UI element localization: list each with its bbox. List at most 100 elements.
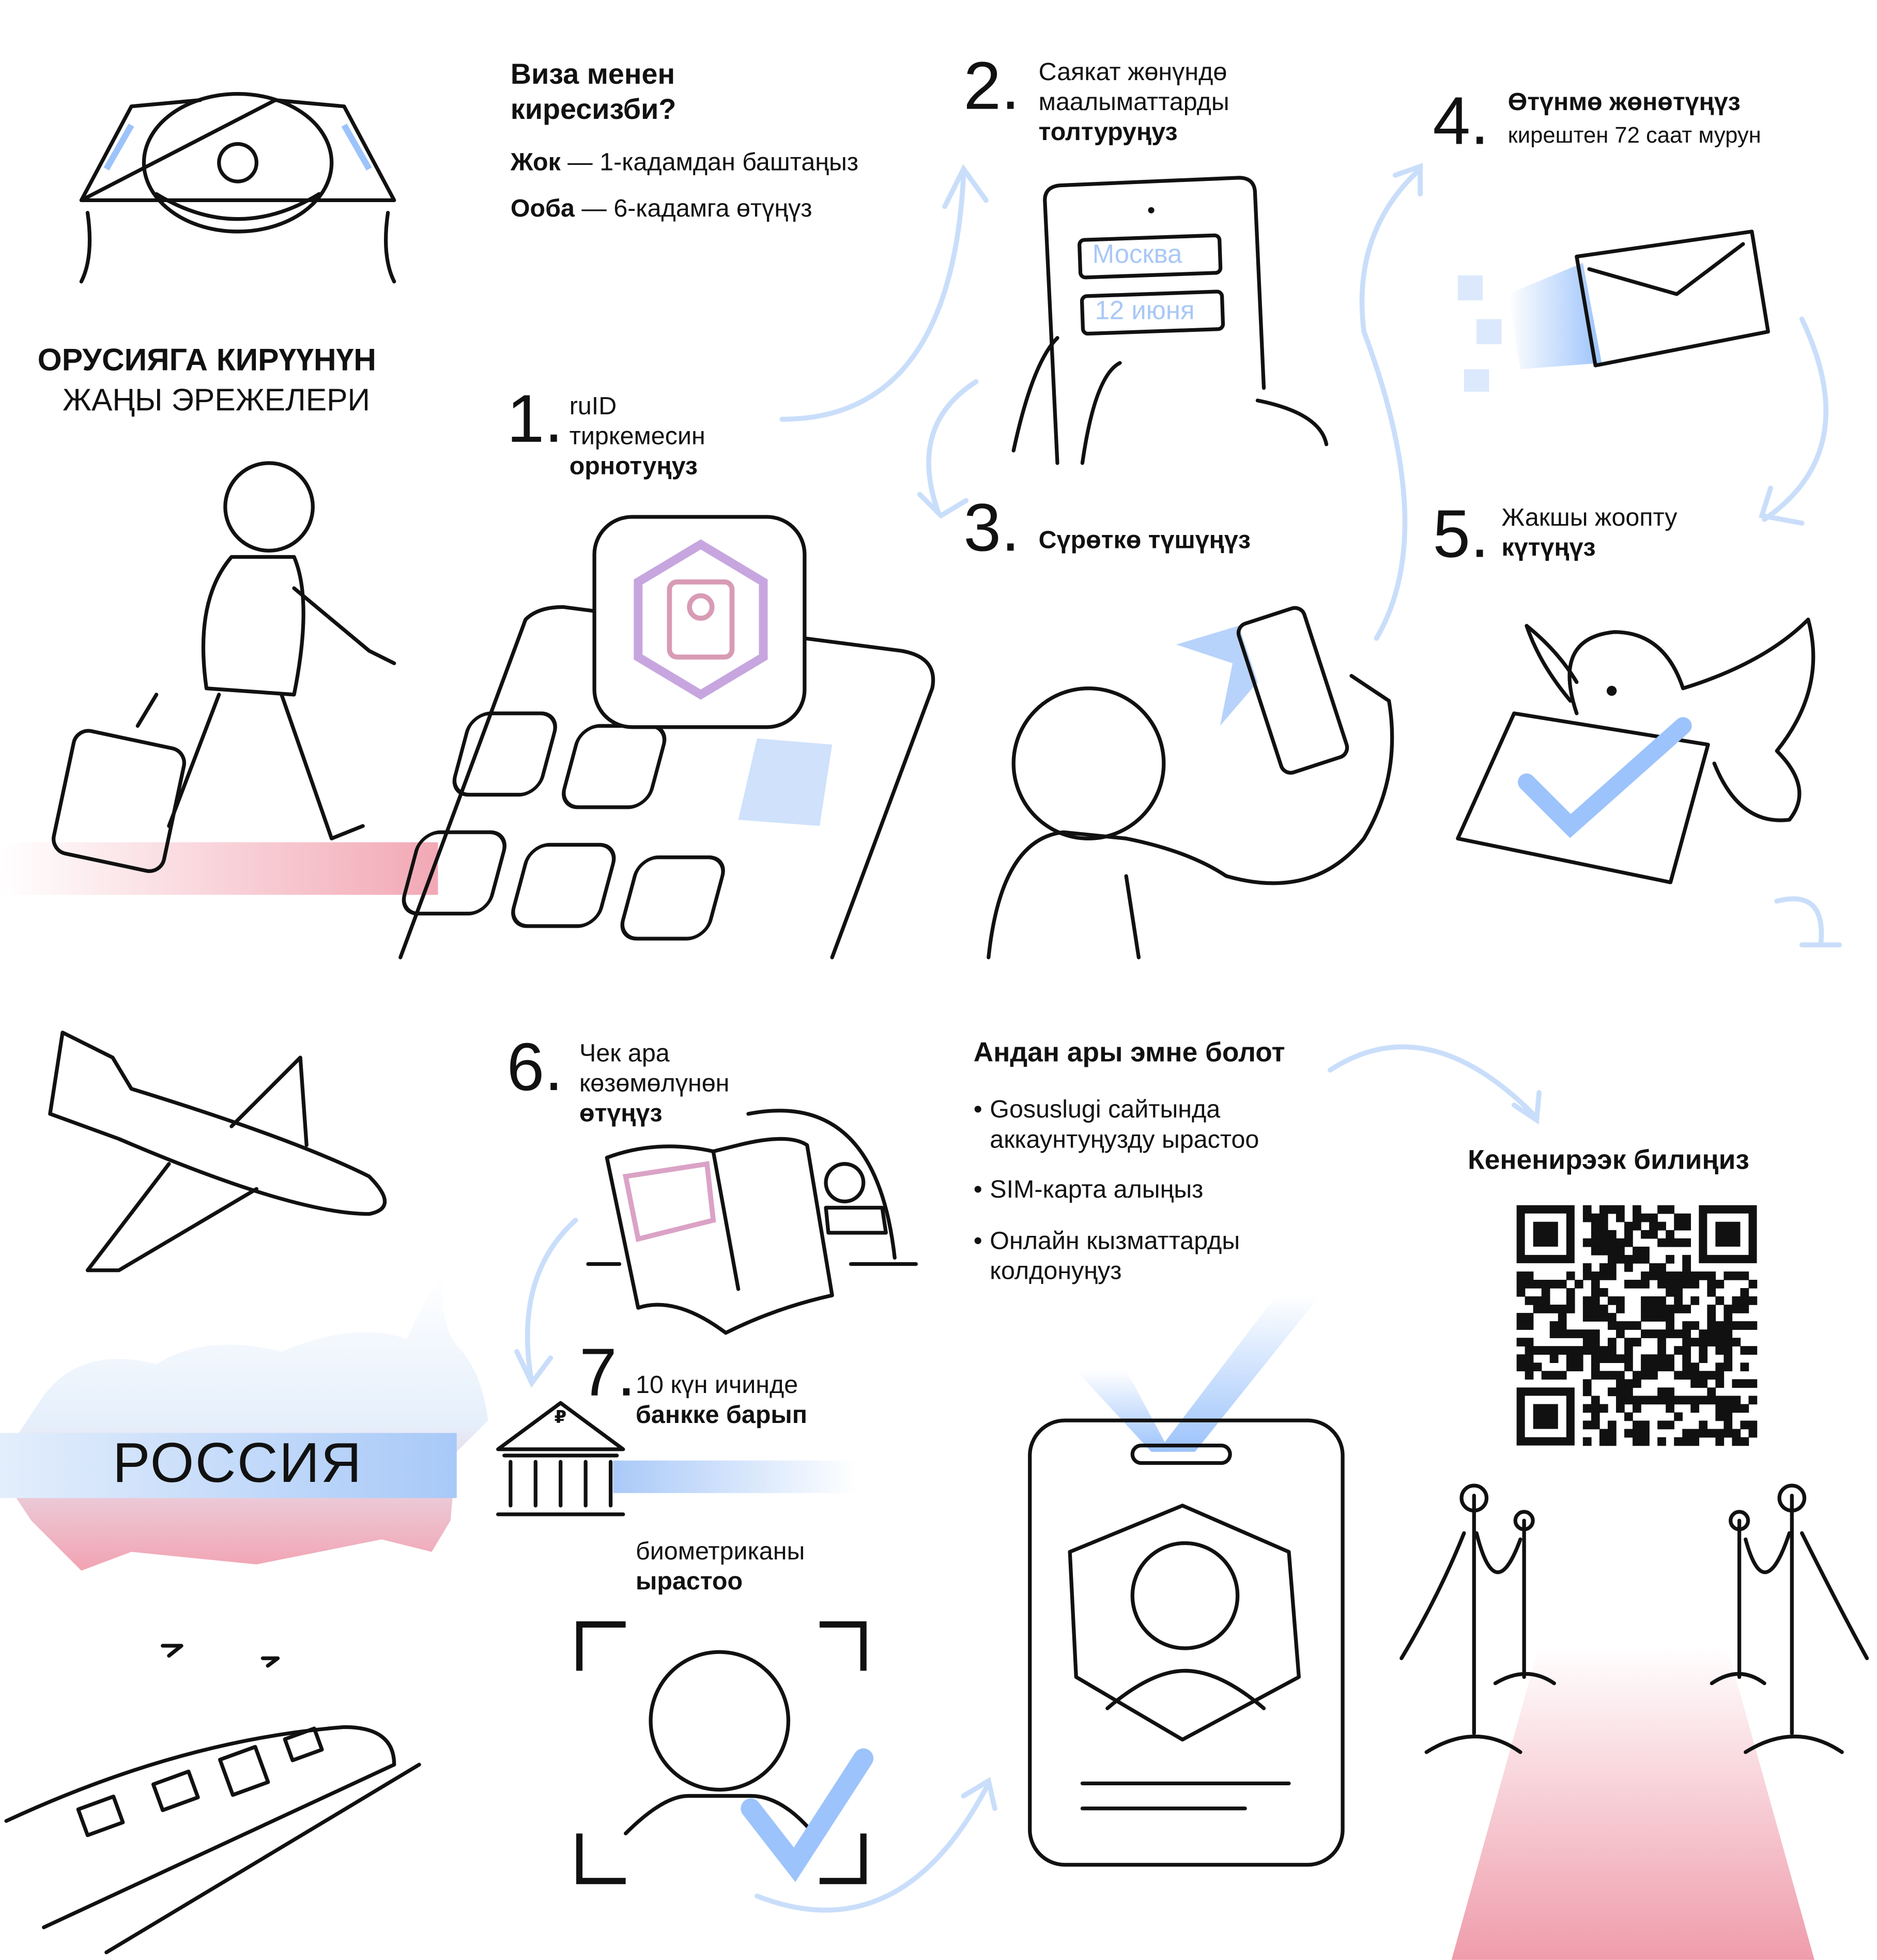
qr-module <box>1616 1254 1625 1264</box>
qr-module <box>1616 1213 1625 1222</box>
qr-module <box>1674 1279 1683 1289</box>
qr-module <box>1641 1354 1650 1364</box>
qr-module <box>1574 1329 1583 1338</box>
qr-module <box>1666 1396 1674 1405</box>
qr-module <box>1657 1420 1666 1430</box>
qr-module <box>1690 1429 1700 1438</box>
qr-module <box>1582 1338 1592 1346</box>
qr-module <box>1607 1346 1617 1355</box>
qr-module <box>1558 1279 1567 1289</box>
qr-module <box>1549 1321 1559 1330</box>
arrow-4-to-5 <box>1758 316 1828 526</box>
qr-module <box>1633 1437 1641 1446</box>
qr-module <box>1657 1221 1666 1231</box>
qr-module <box>1707 1329 1716 1338</box>
qr-module <box>1633 1246 1641 1255</box>
qr-module <box>1633 1429 1641 1438</box>
qr-module <box>1690 1379 1700 1388</box>
step-6-line3: өтүңүз <box>579 1100 663 1128</box>
qr-module <box>1682 1271 1691 1280</box>
qr-module <box>1682 1321 1691 1330</box>
bank-bar <box>613 1460 857 1493</box>
qr-module <box>1525 1371 1534 1380</box>
arrow-7-to-id <box>755 1777 997 1913</box>
qr-module <box>1682 1346 1691 1355</box>
qr-module <box>1657 1338 1666 1346</box>
qr-module <box>1525 1338 1534 1346</box>
step-7-line3: биометриканы <box>636 1538 805 1566</box>
qr-module <box>1591 1412 1600 1421</box>
qr-module <box>1641 1279 1650 1289</box>
arrow-3-to-4 <box>1359 163 1423 641</box>
qr-module <box>1566 1354 1575 1364</box>
bullet: • <box>973 1228 982 1255</box>
step-1-number: 1. <box>506 381 563 457</box>
more-info-heading: Кененирээк билиңиз <box>1468 1144 1749 1175</box>
qr-module <box>1582 1205 1592 1214</box>
qr-module <box>1616 1329 1625 1338</box>
step-6-line1: Чек ара <box>579 1040 670 1068</box>
qr-module <box>1607 1321 1617 1330</box>
qr-module <box>1591 1338 1600 1346</box>
qr-module <box>1724 1346 1733 1355</box>
qr-module <box>1591 1288 1600 1297</box>
step-5-line2: күтүңүз <box>1501 534 1596 562</box>
qr-module <box>1591 1271 1600 1280</box>
qr-module <box>1699 1396 1708 1405</box>
step-1-line3: орнотуңуз <box>569 453 698 481</box>
floor-stripe <box>0 842 438 895</box>
step-7-line4: ырастоо <box>636 1568 743 1596</box>
qr-module <box>1616 1321 1625 1330</box>
qr-module <box>1724 1313 1733 1322</box>
qr-module <box>1699 1420 1708 1430</box>
qr-module <box>1591 1396 1600 1405</box>
qr-module <box>1657 1296 1666 1305</box>
airplane-illustration <box>48 1030 387 1273</box>
qr-module <box>1591 1246 1600 1255</box>
qr-module <box>1740 1362 1749 1372</box>
qr-module <box>1599 1230 1608 1239</box>
qr-module <box>1599 1437 1608 1446</box>
title-line1: ОРУСИЯГА КИРҮҮНҮН <box>37 343 376 378</box>
qr-module <box>1682 1437 1691 1446</box>
qr-module <box>1599 1263 1608 1272</box>
qr-module <box>1724 1429 1733 1438</box>
qr-code[interactable] <box>1516 1205 1758 1446</box>
qr-module <box>1682 1279 1691 1289</box>
qr-module <box>1641 1362 1650 1372</box>
qr-module <box>1657 1437 1666 1446</box>
qr-module <box>1732 1338 1741 1346</box>
qr-module <box>1633 1338 1641 1346</box>
qr-module <box>1633 1404 1641 1413</box>
qr-module <box>1649 1271 1658 1280</box>
qr-module <box>1525 1362 1534 1372</box>
next-item-text: SIM-карта алыңыз <box>990 1176 1204 1204</box>
qr-module <box>1682 1429 1691 1438</box>
qr-module <box>1707 1429 1716 1438</box>
qr-module <box>1707 1305 1716 1313</box>
qr-module <box>1649 1213 1658 1222</box>
qr-module <box>1682 1238 1691 1247</box>
qr-module <box>1641 1429 1650 1438</box>
qr-module <box>1633 1213 1641 1222</box>
qr-module <box>1682 1305 1691 1313</box>
qr-module <box>1748 1321 1758 1330</box>
qr-module <box>1657 1205 1666 1214</box>
qr-module <box>1715 1362 1725 1372</box>
step-6-line2: көзөмөлүнөн <box>579 1070 730 1098</box>
qr-module <box>1633 1221 1641 1231</box>
qr-module <box>1599 1305 1608 1313</box>
qr-module <box>1674 1271 1683 1280</box>
qr-module <box>1724 1305 1733 1313</box>
qr-module <box>1624 1412 1633 1421</box>
qr-module <box>1616 1305 1625 1313</box>
step-7-line2: банкке барып <box>636 1401 808 1430</box>
qr-module <box>1525 1313 1534 1322</box>
qr-module <box>1599 1213 1608 1222</box>
qr-module <box>1549 1279 1559 1289</box>
qr-module <box>1699 1346 1708 1355</box>
qr-module <box>1574 1362 1583 1372</box>
qr-module <box>1549 1346 1559 1355</box>
qr-module <box>1666 1254 1674 1264</box>
qr-module <box>1690 1396 1700 1405</box>
